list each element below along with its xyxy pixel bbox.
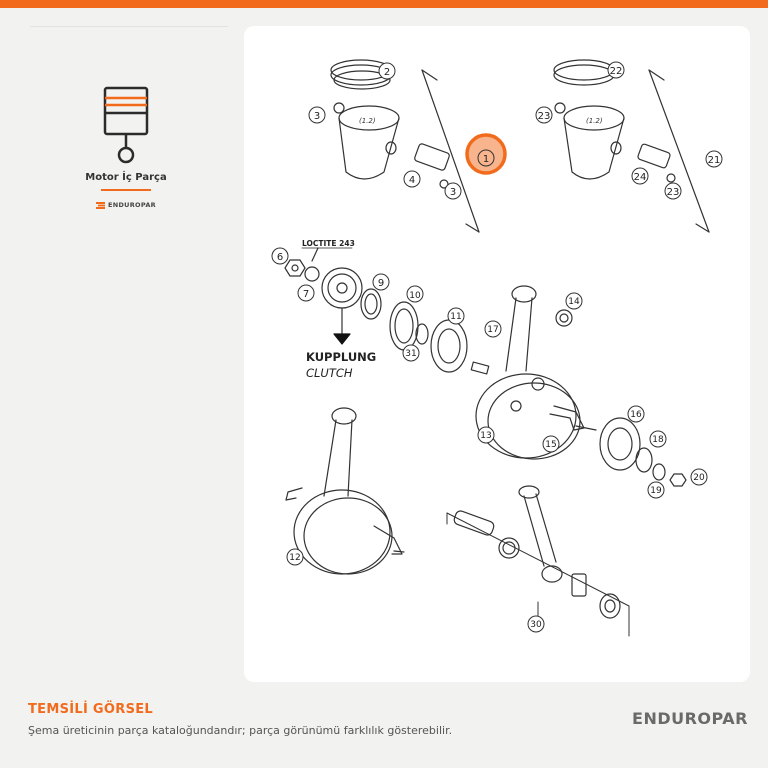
callout-9: 9 [378,278,384,289]
callout-15: 15 [545,440,556,450]
kupplung-label: KUPPLUNG [306,350,376,364]
highlight-ring[interactable] [465,133,507,175]
clutch-side-parts [284,247,382,345]
callout-22: 22 [610,66,623,77]
sidebar-divider [30,26,228,27]
callout-12: 12 [289,553,300,563]
footer-title: TEMSİLİ GÖRSEL [28,702,153,717]
callout-30: 30 [530,620,542,630]
brand-mini-text: ENDUROPAR [108,201,156,209]
callout-4: 4 [409,175,415,186]
piston-icon [103,86,149,164]
brand-mini: ENDUROPAR [66,201,186,209]
parts-diagram: (1.2) (1.2) [271,59,723,637]
category-panel[interactable]: Motor İç Parça ENDUROPAR [66,86,186,209]
footer-note: Şema üreticinin parça kataloğundandır; p… [28,724,453,737]
clutch-label: CLUTCH [306,366,353,380]
callout-3b: 3 [450,187,456,198]
callout-13: 13 [480,431,491,441]
category-label: Motor İç Parça [85,172,167,183]
piston-mark-right: (1.2) [586,117,603,125]
callout-1[interactable]: 1 [483,154,489,165]
parts-diagram-card: (1.2) (1.2) [244,26,750,682]
callout-7: 7 [303,289,309,300]
callout-6: 6 [277,252,283,263]
footer-brand: ENDUROPAR [632,709,748,728]
callout-23b: 23 [667,187,680,198]
callout-18: 18 [652,435,664,445]
bearings-right [599,417,687,487]
top-accent-bar [0,0,768,8]
callout-20: 20 [693,473,705,483]
enduropar-logo-icon [96,201,105,209]
callouts: 2 3 1 4 3 22 23 21 24 23 6 7 [271,61,723,633]
callout-10: 10 [409,291,421,301]
callout-16: 16 [630,410,642,420]
crankshaft-main [470,285,597,460]
callout-31: 31 [405,349,416,359]
piston-mark-left: (1.2) [359,117,376,125]
callout-24: 24 [634,172,647,183]
callout-3a: 3 [314,111,320,122]
piston-assembly-right [553,59,710,233]
callout-23a: 23 [538,111,551,122]
callout-21: 21 [708,155,721,166]
callout-2: 2 [384,67,390,78]
callout-14: 14 [568,297,580,307]
callout-17: 17 [487,325,498,335]
callout-19: 19 [650,486,662,496]
piston-assembly-left [330,59,480,233]
callout-11: 11 [450,312,461,322]
category-underline [101,189,151,191]
conrod-kit [446,485,630,637]
callout-circle-2 [378,62,396,80]
crankshaft-lower [285,407,405,575]
loctite-label: LOCTITE 243 [302,239,355,248]
